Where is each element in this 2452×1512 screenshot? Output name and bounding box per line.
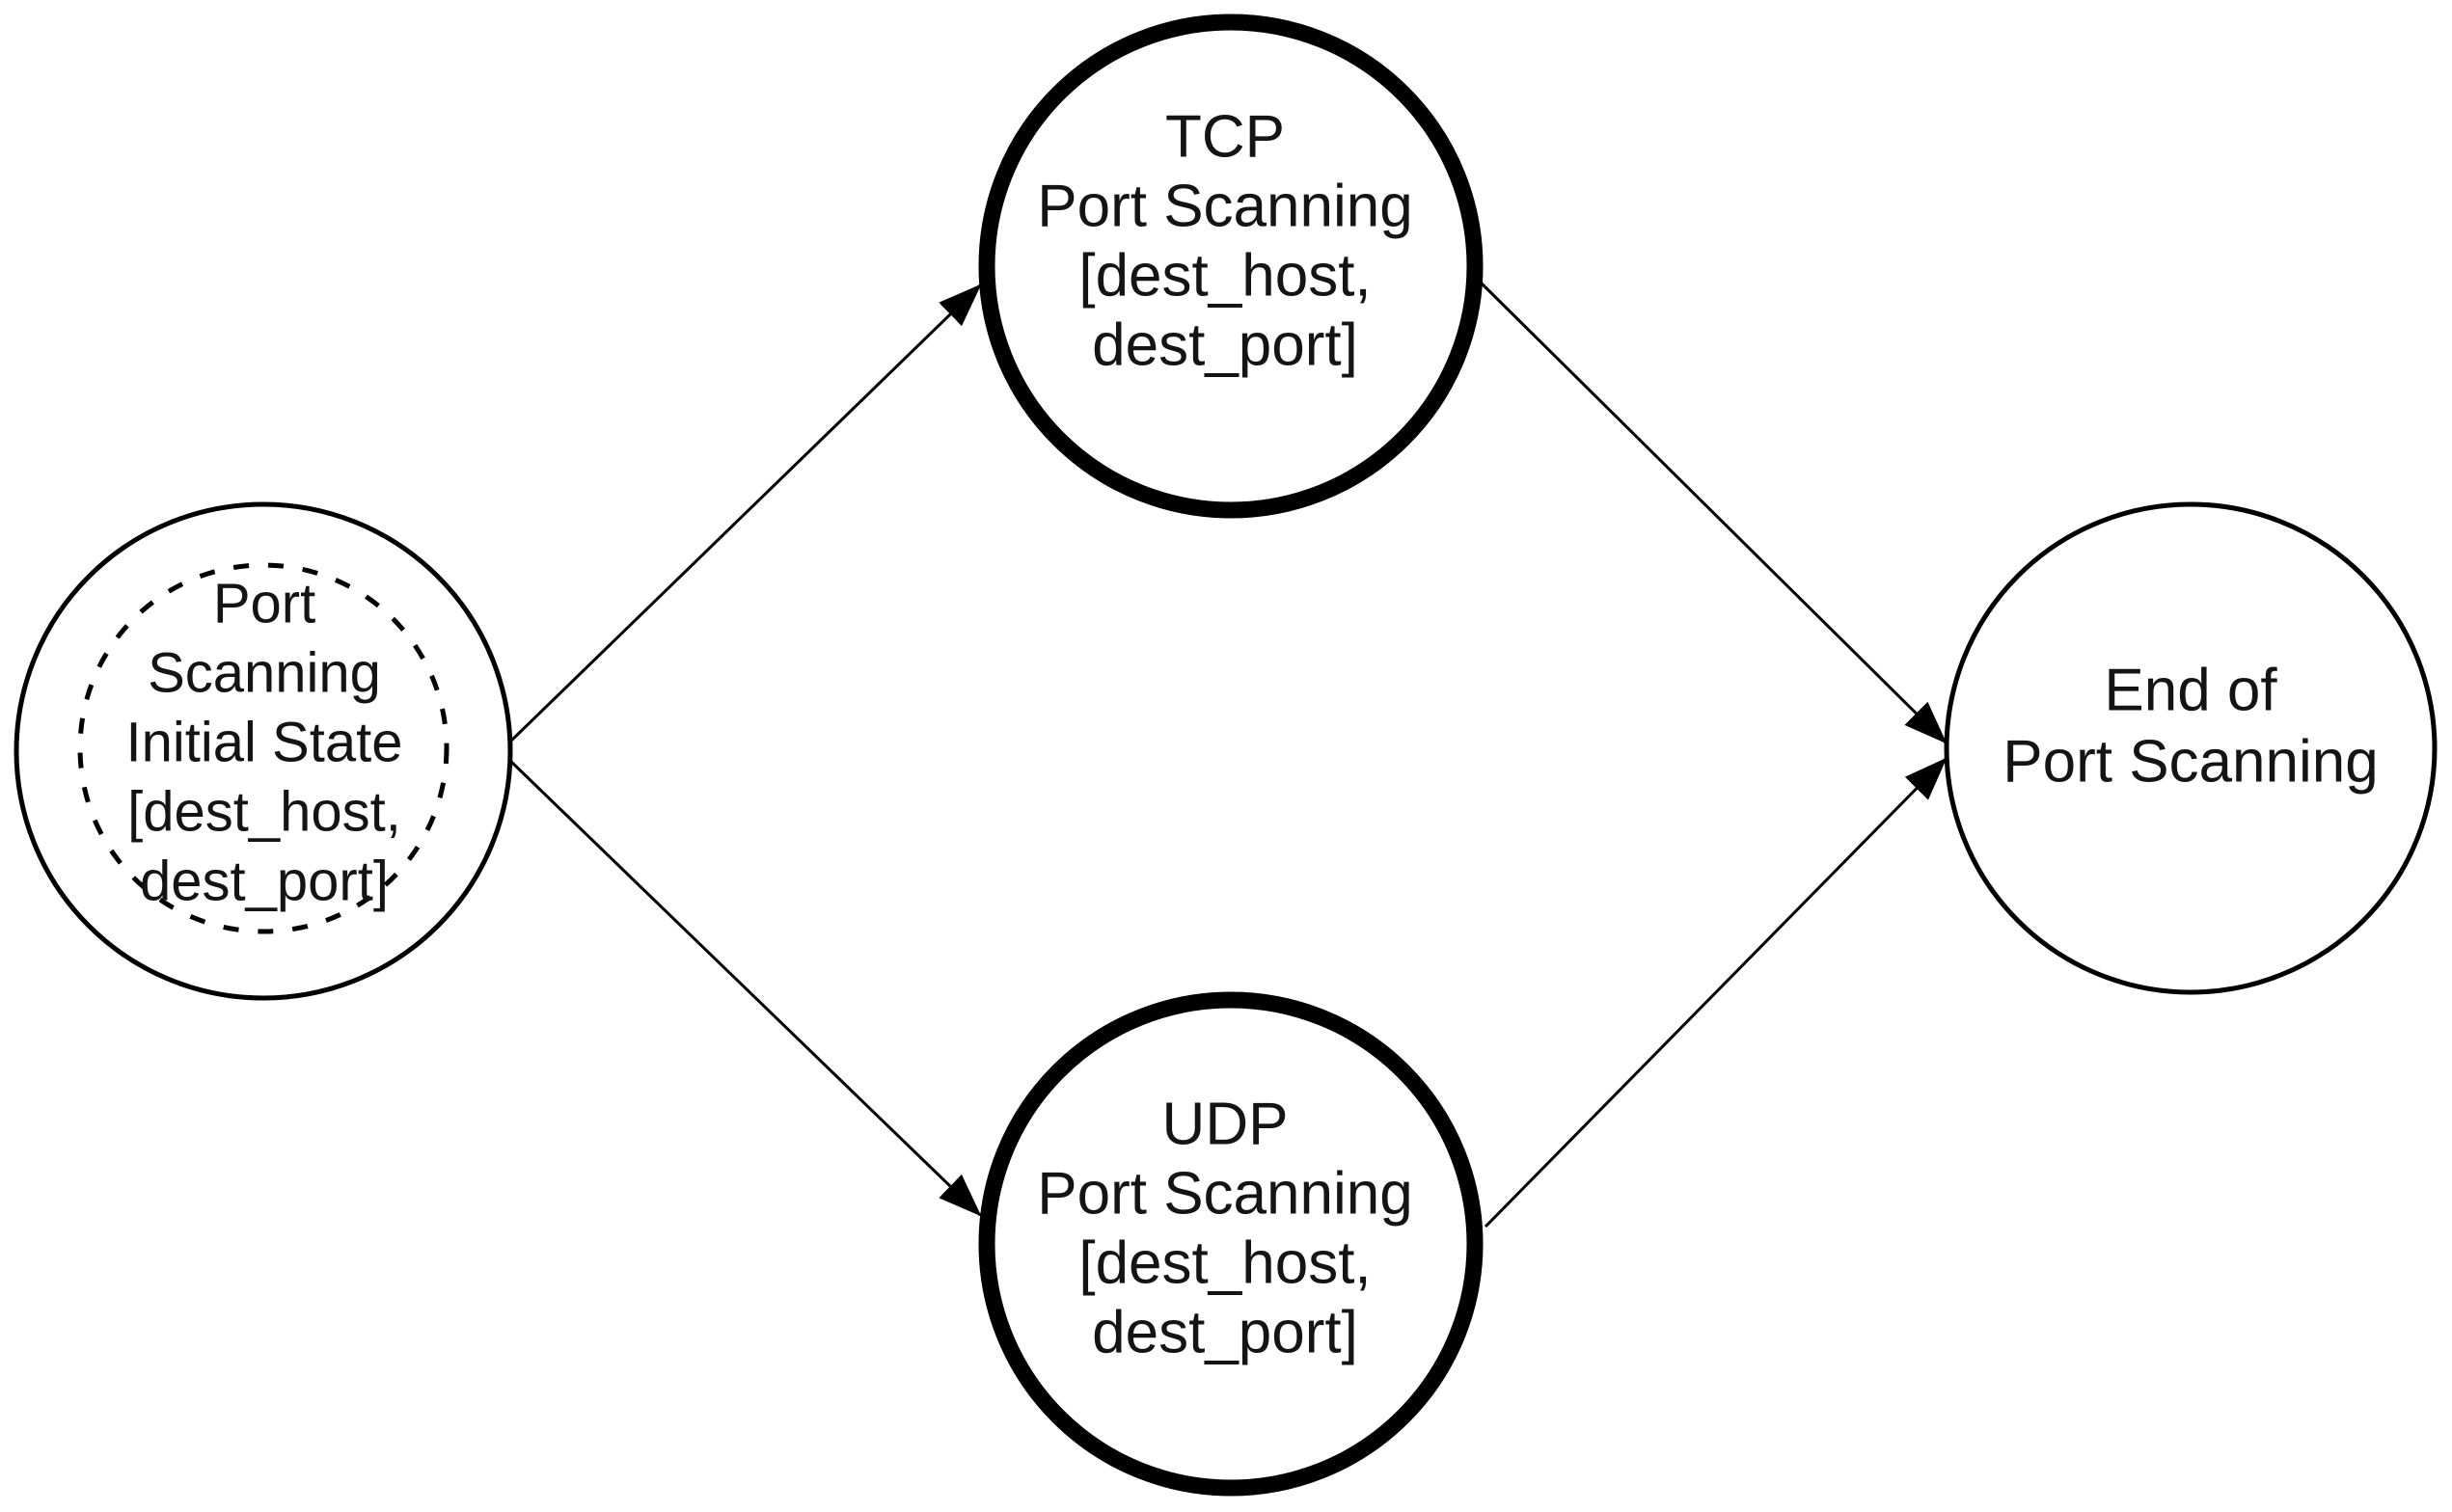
tcp-node-label: TCP Port Scanning [dest_host, dest_port] [1037, 104, 1412, 379]
udp-node-ring [978, 991, 1484, 1497]
initial-state-label-line: Scanning [148, 642, 381, 705]
tcp-label-line: [dest_host, [1078, 243, 1371, 310]
node-tcp-port-scanning: TCP Port Scanning [dest_host, dest_port] [978, 14, 1484, 519]
node-udp-port-scanning: UDP Port Scanning [dest_host, dest_port] [978, 991, 1484, 1497]
end-label-line: End of [2104, 658, 2277, 724]
tcp-label-line: Port Scanning [1037, 174, 1412, 240]
initial-state-label-line: [dest_host, [127, 781, 401, 844]
edge-tcp-to-end [1479, 281, 1948, 744]
edge-udp-to-end [1484, 757, 1948, 1228]
initial-state-label-line: Initial State [126, 712, 403, 774]
end-node-ring [1944, 501, 2438, 995]
node-port-scanning-initial-state: Port Scanning Initial State [dest_host, … [14, 501, 513, 1001]
tcp-label-line: TCP [1165, 104, 1285, 171]
udp-node-label: UDP Port Scanning [dest_host, dest_port] [1037, 1092, 1412, 1366]
node-end-of-port-scanning: End of Port Scanning [1944, 501, 2438, 995]
udp-label-line: UDP [1162, 1092, 1289, 1158]
end-node-label: End of Port Scanning [2002, 658, 2378, 796]
initial-state-outer-ring [14, 501, 513, 1001]
initial-state-label-line: Port [213, 573, 315, 635]
initial-state-label: Port Scanning Initial State [dest_host, … [126, 573, 403, 913]
tcp-label-line: dest_port] [1092, 312, 1358, 379]
initial-state-inner-dashed-ring [77, 562, 450, 934]
end-label-line: Port Scanning [2002, 729, 2378, 796]
initial-state-label-line: dest_port] [140, 850, 389, 913]
udp-label-line: [dest_host, [1078, 1230, 1371, 1297]
udp-label-line: Port Scanning [1037, 1161, 1412, 1228]
edges [507, 281, 1948, 1228]
edge-initial-to-tcp [507, 284, 982, 744]
udp-label-line: dest_port] [1092, 1300, 1358, 1366]
edge-initial-to-udp [507, 758, 982, 1217]
tcp-node-ring [978, 14, 1484, 519]
